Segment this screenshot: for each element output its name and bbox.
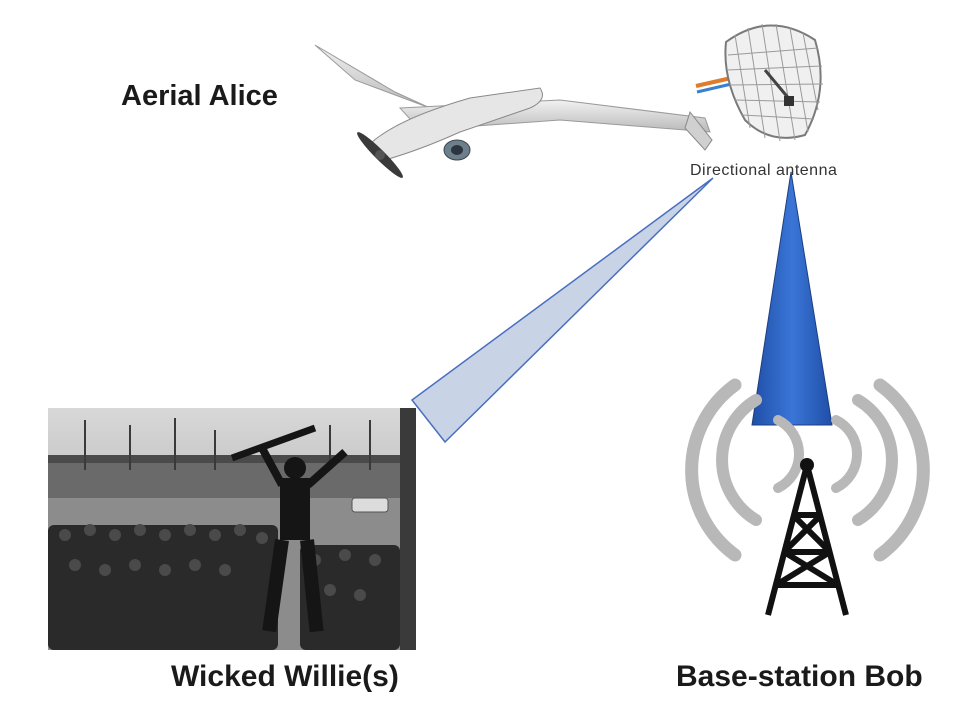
base-station-bob-label: Base-station Bob bbox=[676, 660, 923, 693]
grid-antenna-icon bbox=[695, 23, 824, 142]
beam-to-willie bbox=[410, 177, 714, 444]
wicked-willie-label: Wicked Willie(s) bbox=[171, 660, 399, 693]
soldiers-photo bbox=[48, 408, 416, 650]
directional-antenna-label: Directional antenna bbox=[690, 162, 838, 179]
aerial-alice-label: Aerial Alice bbox=[121, 80, 278, 112]
uav-drone-icon bbox=[314, 44, 713, 178]
beam-to-bob bbox=[751, 171, 833, 426]
radio-tower-icon bbox=[685, 378, 930, 616]
